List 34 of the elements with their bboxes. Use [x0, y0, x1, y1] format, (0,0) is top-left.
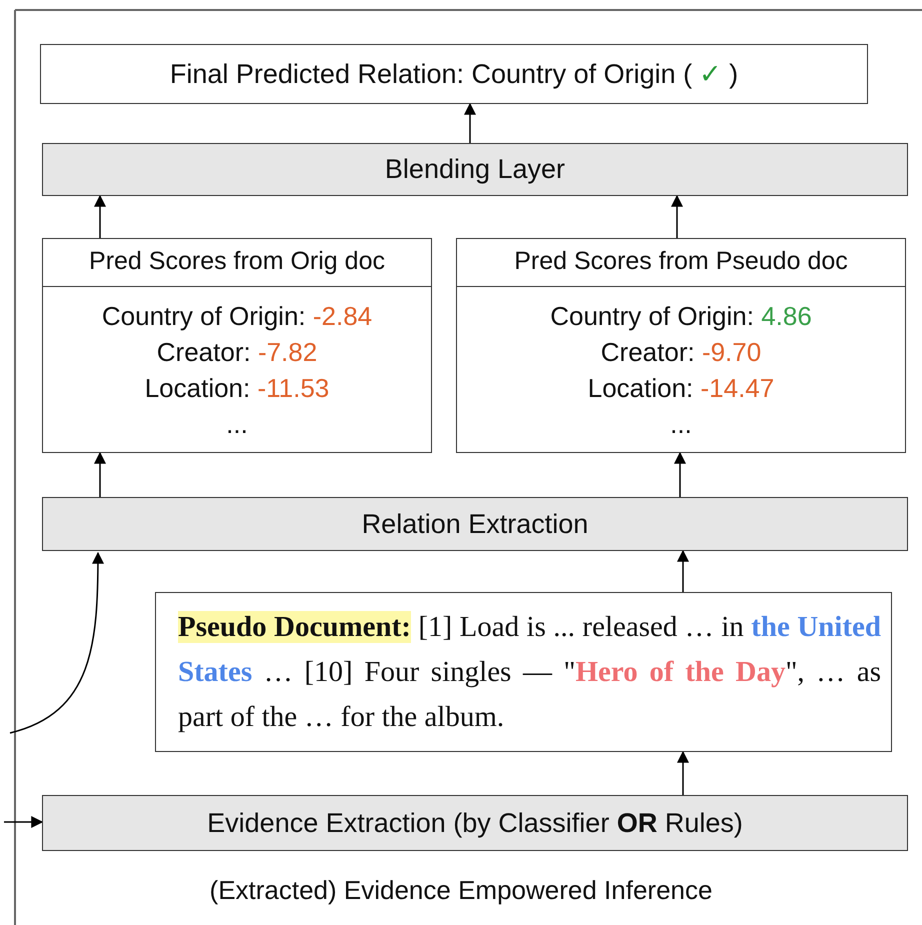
process-box: [42, 795, 908, 851]
score-text: Creator: -9.70: [600, 336, 762, 368]
node-text: ): [729, 58, 738, 89]
text-box: [40, 44, 868, 104]
score-text: ...: [225, 408, 249, 440]
curved-arrow: [10, 552, 104, 734]
text-box: [456, 238, 906, 453]
arrow: [94, 452, 106, 497]
arrow: [677, 750, 689, 795]
box-heading: Pred Scores from Pseudo doc: [457, 239, 905, 287]
box-heading: Pred Scores from Orig doc: [43, 239, 431, 287]
process-box: [42, 497, 908, 551]
score-text: Location: -14.47: [586, 372, 776, 404]
arrow: [94, 194, 106, 238]
arrow: [674, 452, 686, 497]
paragraph-text: Pseudo Document: [1] Load is ... released … in the United States … [10] Four singles — "Hero of the Day", … as part of the … for the album.: [177, 610, 882, 734]
arrow: [464, 102, 476, 143]
check-mark: ✓: [699, 58, 722, 89]
arrow: [4, 816, 44, 828]
node-text: Evidence Extraction (by Classifier OR Rules): [207, 806, 743, 840]
arrow: [671, 194, 683, 238]
score-text: Location: -11.53: [144, 372, 330, 404]
arrow: [677, 550, 689, 592]
text-box: [42, 238, 432, 453]
caption: (Extracted) Evidence Empowered Inference: [208, 875, 714, 906]
node-text: Blending Layer: [384, 153, 566, 186]
node-text: Final Predicted Relation: Country of Origin (: [170, 58, 692, 89]
score-text: Creator: -7.82: [156, 336, 318, 368]
score-text: ...: [669, 408, 693, 440]
score-text: Country of Origin: -2.84: [102, 300, 372, 332]
process-box: [42, 143, 908, 196]
text-box: [155, 592, 892, 752]
score-text: Country of Origin: 4.86: [550, 300, 812, 332]
node-text: Relation Extraction: [362, 508, 588, 540]
